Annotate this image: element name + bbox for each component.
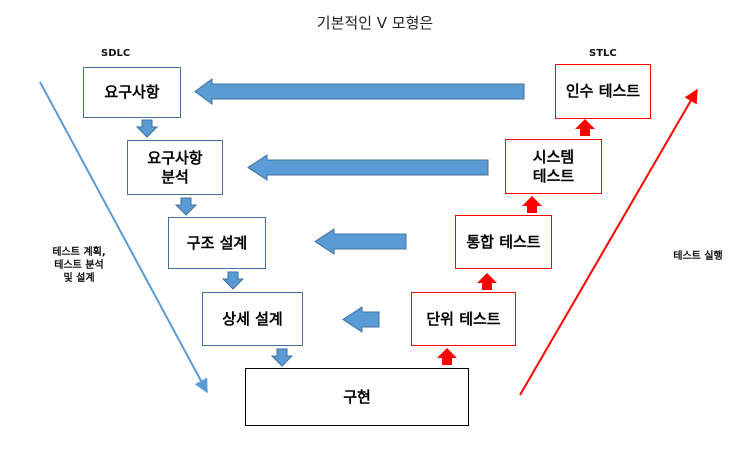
stlc-label: STLC (589, 48, 617, 59)
requirements-analysis-box: 요구사항 분석 (127, 140, 223, 195)
up-arrow-2 (477, 273, 497, 290)
acceptance-test-box: 인수 테스트 (555, 64, 651, 119)
architecture-design-box: 구조 설계 (168, 217, 266, 269)
down-arrow-2 (174, 197, 198, 216)
down-arrow-3 (221, 271, 245, 290)
requirements-box: 요구사항 (83, 67, 181, 118)
left-block-arrow-4 (342, 306, 380, 333)
unit-test-box: 단위 테스트 (411, 292, 516, 346)
diagram-title: 기본적인 V 모형은 (316, 14, 434, 32)
up-arrow-1 (437, 348, 457, 365)
right-diagonal-arrow (519, 88, 698, 396)
down-arrow-4 (270, 348, 294, 367)
test-planning-text: 테스트 계획, 테스트 분석 및 설계 (52, 247, 106, 284)
test-execution-text: 테스트 실행 (673, 251, 723, 262)
left-diagonal-arrow (39, 81, 208, 394)
system-test-box: 시스템 테스트 (505, 139, 602, 194)
left-block-arrow-2 (247, 154, 489, 181)
left-block-arrow-3 (314, 228, 407, 255)
left-block-arrow-1 (194, 78, 525, 105)
implementation-box: 구현 (245, 368, 469, 426)
sdlc-label: SDLC (101, 48, 131, 59)
integration-test-box: 통합 테스트 (455, 215, 552, 269)
detailed-design-box: 상세 설계 (202, 292, 303, 346)
up-arrow-4 (575, 119, 595, 136)
down-arrow-1 (135, 119, 159, 138)
up-arrow-3 (522, 196, 542, 213)
